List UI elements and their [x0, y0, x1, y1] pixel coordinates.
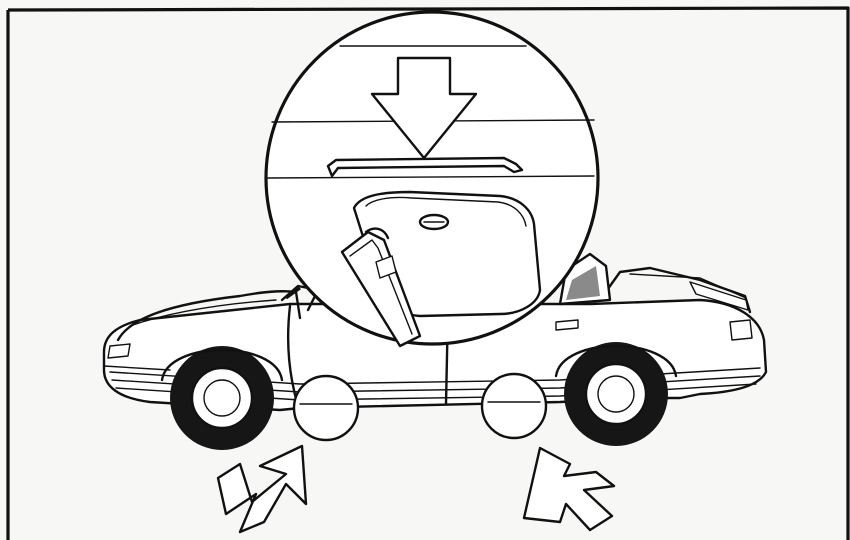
- rear-wheel: [564, 342, 668, 446]
- front-lamp: [108, 344, 130, 358]
- rear-lamp: [730, 320, 752, 340]
- door-handle: [556, 320, 578, 330]
- rear-jack-point-circle: [482, 374, 546, 438]
- front-wheel: [170, 346, 274, 450]
- front-jack-point-circle: [294, 376, 358, 440]
